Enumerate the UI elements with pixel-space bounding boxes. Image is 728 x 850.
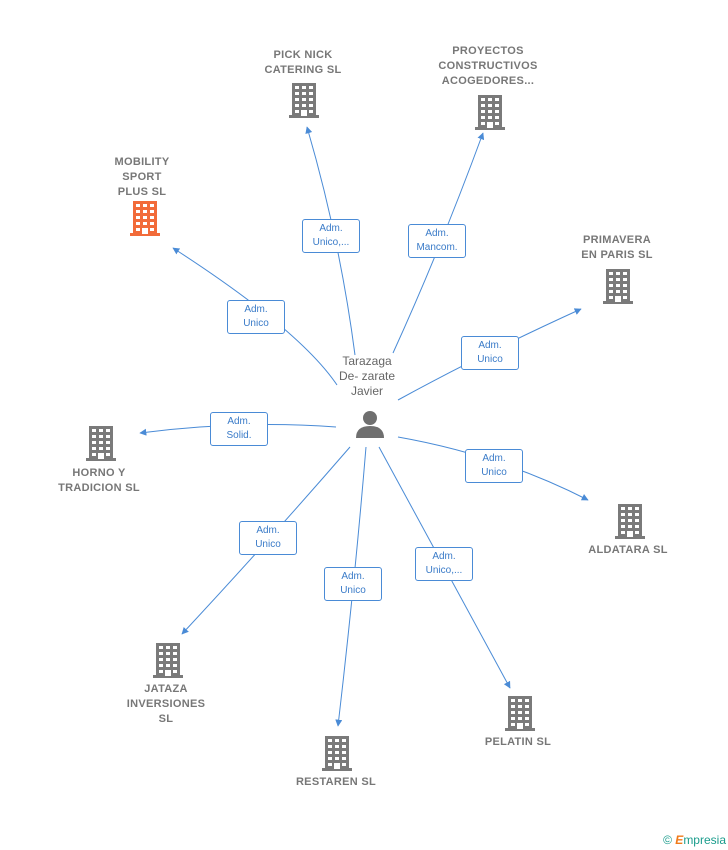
company-name-proyectos[interactable]: PROYECTOS CONSTRUCTIVOS ACOGEDORES... <box>438 45 538 87</box>
building-icon <box>153 643 183 678</box>
company-name-picknick[interactable]: PICK NICK CATERING SL <box>264 49 342 76</box>
role-label-horno: Adm. Solid. <box>210 412 268 446</box>
building-icon <box>86 426 116 461</box>
brand-initial: E <box>675 833 684 847</box>
company-name-horno[interactable]: HORNO Y TRADICION SL <box>58 467 140 494</box>
company-name-primavera[interactable]: PRIMAVERA EN PARIS SL <box>581 234 653 261</box>
company-name-pelatin[interactable]: PELATIN SL <box>484 736 552 748</box>
person-name[interactable]: Tarazaga De- zarate Javier <box>338 354 396 398</box>
role-label-primavera: Adm. Unico <box>461 336 519 370</box>
role-label-aldatara: Adm. Unico <box>465 449 523 483</box>
company-name-aldatara[interactable]: ALDATARA SL <box>588 544 668 556</box>
building-icon <box>603 269 633 304</box>
company-name-restaren[interactable]: RESTAREN SL <box>295 776 377 788</box>
company-name-jataza[interactable]: JATAZA INVERSIONES SL <box>126 683 206 725</box>
brand-name: mpresia <box>683 833 726 847</box>
building-icon <box>615 504 645 539</box>
role-label-jataza: Adm. Unico <box>239 521 297 555</box>
role-label-proyectos: Adm. Mancom. <box>408 224 466 258</box>
role-label-picknick: Adm. Unico,... <box>302 219 360 253</box>
building-icon <box>505 696 535 731</box>
building-icon <box>130 201 160 236</box>
role-label-restaren: Adm. Unico <box>324 567 382 601</box>
person-icon <box>356 411 384 438</box>
role-label-mobility: Adm. Unico <box>227 300 285 334</box>
building-icon <box>289 83 319 118</box>
company-name-mobility[interactable]: MOBILITY SPORT PLUS SL <box>114 156 170 198</box>
building-icon <box>322 736 352 771</box>
building-icon <box>475 95 505 130</box>
copyright-symbol: © <box>663 833 672 847</box>
footer-brand: © Empresia <box>663 833 726 847</box>
role-label-pelatin: Adm. Unico,... <box>415 547 473 581</box>
